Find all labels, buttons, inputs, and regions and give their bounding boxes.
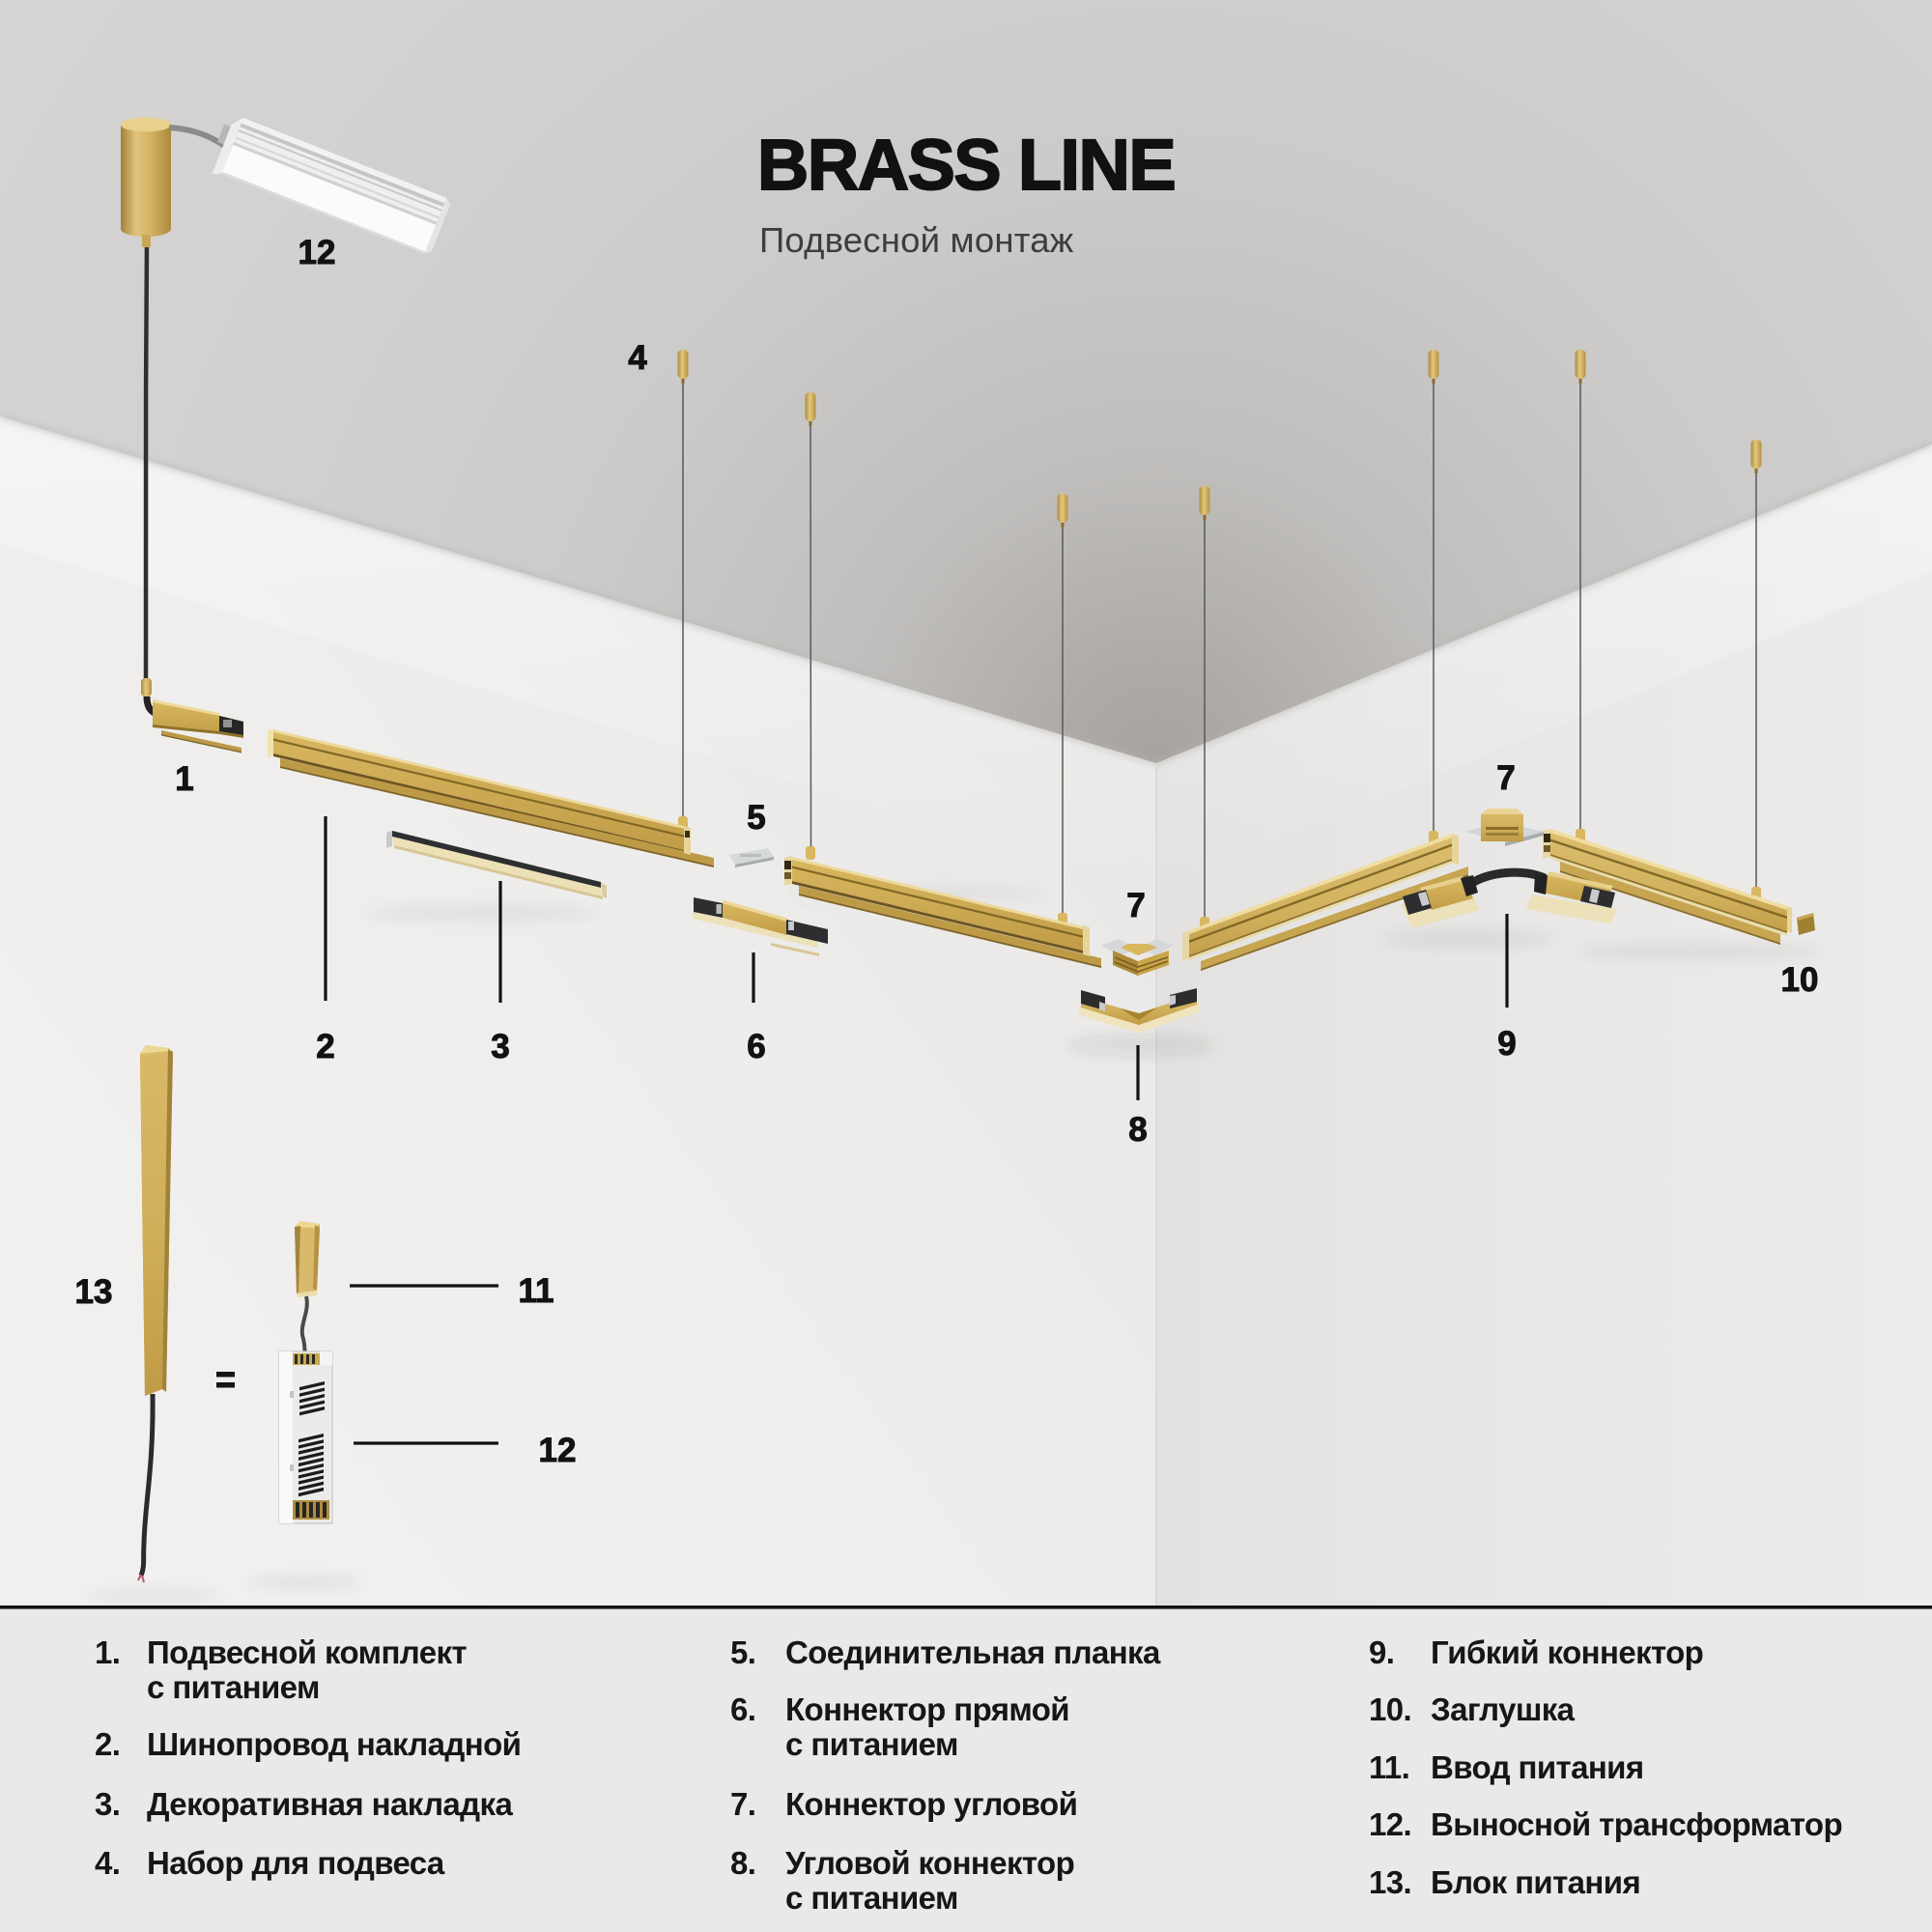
svg-text:12.: 12. [1369,1806,1411,1842]
svg-text:1.: 1. [95,1634,120,1670]
svg-text:Угловой коннектор: Угловой коннектор [785,1845,1074,1881]
svg-text:Коннектор прямой: Коннектор прямой [785,1691,1069,1727]
svg-text:3.: 3. [95,1786,120,1822]
svg-text:Подвесной комплект: Подвесной комплект [147,1634,467,1670]
svg-text:5: 5 [747,799,765,837]
svg-text:7.: 7. [730,1786,755,1822]
svg-text:8: 8 [1128,1111,1147,1149]
svg-text:с питанием: с питанием [785,1726,958,1762]
svg-text:BRASS LINE: BRASS LINE [757,125,1175,205]
svg-text:4: 4 [628,339,647,377]
svg-text:7: 7 [1126,887,1145,924]
svg-text:12: 12 [298,234,336,271]
svg-text:2: 2 [316,1028,334,1065]
svg-text:с питанием: с питанием [785,1880,958,1916]
svg-text:Блок питания: Блок питания [1431,1864,1640,1900]
svg-text:9.: 9. [1369,1634,1394,1670]
svg-text:10: 10 [1781,961,1819,999]
svg-text:6.: 6. [730,1691,755,1727]
svg-text:8.: 8. [730,1845,755,1881]
svg-text:13.: 13. [1369,1864,1411,1900]
svg-text:6: 6 [747,1028,765,1065]
svg-text:11.: 11. [1369,1749,1409,1785]
svg-text:3: 3 [491,1028,509,1065]
svg-text:Коннектор угловой: Коннектор угловой [785,1786,1077,1822]
svg-text:Ввод питания: Ввод питания [1431,1749,1644,1785]
svg-text:12: 12 [539,1432,577,1469]
svg-text:1: 1 [175,760,193,798]
svg-text:11: 11 [519,1272,554,1310]
svg-text:с питанием: с питанием [147,1669,320,1705]
svg-text:Набор для подвеса: Набор для подвеса [147,1845,445,1881]
svg-text:Заглушка: Заглушка [1431,1691,1576,1727]
svg-text:Соединительная планка: Соединительная планка [785,1634,1161,1670]
svg-text:7: 7 [1496,759,1515,797]
svg-text:9: 9 [1497,1025,1516,1063]
svg-text:Подвесной монтаж: Подвесной монтаж [759,220,1074,260]
svg-text:10.: 10. [1369,1691,1411,1727]
svg-text:2.: 2. [95,1726,120,1762]
svg-text:Декоративная накладка: Декоративная накладка [147,1786,513,1822]
svg-text:Выносной трансформатор: Выносной трансформатор [1431,1806,1842,1842]
svg-text:13: 13 [75,1273,113,1311]
svg-text:Шинопровод накладной: Шинопровод накладной [147,1726,521,1762]
svg-text:4.: 4. [95,1845,120,1881]
svg-text:Гибкий коннектор: Гибкий коннектор [1431,1634,1703,1670]
svg-text:5.: 5. [730,1634,755,1670]
